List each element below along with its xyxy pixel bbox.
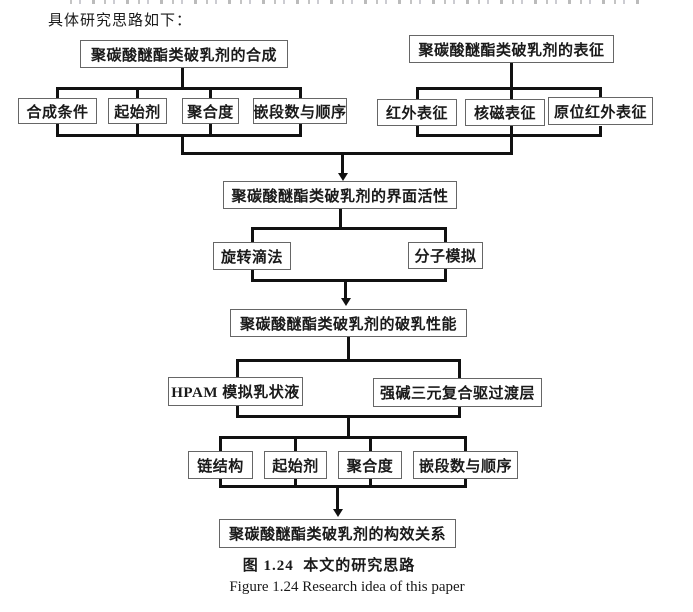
- connector-line: [464, 479, 467, 488]
- connector-line: [416, 87, 419, 99]
- connector-line: [339, 209, 342, 230]
- connector-line: [209, 124, 212, 137]
- connector-line: [56, 124, 59, 137]
- connector-line: [599, 126, 602, 137]
- connector-line: [458, 407, 461, 418]
- node-chain-structure: 链结构: [188, 451, 253, 479]
- connector-line: [416, 126, 419, 137]
- connector-line: [219, 479, 222, 488]
- connector-line: [56, 87, 302, 90]
- connector-line: [56, 87, 59, 98]
- node-synthesis-condition: 合成条件: [18, 98, 97, 124]
- connector-line: [416, 87, 602, 90]
- connector-line: [181, 68, 184, 90]
- connector-line: [236, 406, 239, 418]
- connector-line: [369, 479, 372, 488]
- connector-line: [236, 359, 239, 377]
- connector-line: [416, 134, 602, 137]
- arrow-down-icon: [341, 298, 351, 306]
- connector-line: [236, 359, 461, 362]
- node-block-number-order-2: 嵌段数与顺序: [413, 451, 518, 479]
- node-polymerization-degree-2: 聚合度: [338, 451, 402, 479]
- connector-line: [181, 134, 184, 155]
- connector-line: [510, 63, 513, 90]
- connector-line: [444, 227, 447, 242]
- connector-line: [181, 152, 513, 155]
- connector-line: [344, 279, 347, 298]
- connector-line: [294, 436, 297, 451]
- node-demulsification-performance: 聚碳酸醚酯类破乳剂的破乳性能: [230, 309, 467, 337]
- node-initiator-1: 起始剂: [108, 98, 167, 124]
- connector-line: [136, 87, 139, 98]
- figure-caption-en: Figure 1.24 Research idea of this paper: [229, 579, 465, 595]
- connector-line: [510, 134, 513, 155]
- connector-line: [299, 124, 302, 137]
- connector-line: [464, 436, 467, 451]
- connector-line: [336, 485, 339, 509]
- connector-line: [251, 227, 447, 230]
- intro-text: 具体研究思路如下：: [48, 13, 193, 29]
- node-nmr-characterization: 核磁表征: [465, 99, 545, 126]
- connector-line: [299, 87, 302, 98]
- node-synthesis: 聚碳酸醚酯类破乳剂的合成: [80, 40, 288, 68]
- connector-line: [219, 436, 222, 451]
- connector-line: [56, 134, 302, 137]
- connector-line: [294, 479, 297, 488]
- node-interfacial-activity: 聚碳酸醚酯类破乳剂的界面活性: [223, 181, 457, 209]
- node-structure-activity-relationship: 聚碳酸醚酯类破乳剂的构效关系: [219, 519, 456, 548]
- node-block-number-order-1: 嵌段数与顺序: [253, 98, 347, 124]
- connector-line: [209, 87, 212, 98]
- connector-line: [251, 227, 254, 242]
- connector-line: [369, 436, 372, 451]
- connector-line: [510, 87, 513, 99]
- node-characterization: 聚碳酸醚酯类破乳剂的表征: [409, 35, 614, 63]
- arrow-down-icon: [333, 509, 343, 517]
- node-molecular-simulation: 分子模拟: [408, 242, 483, 269]
- connector-line: [251, 279, 447, 282]
- figure-caption-zh: 图 1.24 本文的研究思路: [242, 558, 416, 574]
- node-initiator-2: 起始剂: [264, 451, 327, 479]
- node-ir-characterization: 红外表征: [377, 99, 457, 126]
- connector-line: [341, 152, 344, 173]
- clipped-previous-text-line: [70, 0, 645, 4]
- node-polymerization-degree-1: 聚合度: [182, 98, 239, 124]
- connector-line: [347, 415, 350, 439]
- connector-line: [458, 359, 461, 378]
- connector-line: [444, 269, 447, 282]
- node-in-situ-ir-characterization: 原位红外表征: [548, 97, 653, 125]
- arrow-down-icon: [338, 173, 348, 181]
- connector-line: [347, 337, 350, 362]
- connector-line: [510, 126, 513, 137]
- connector-line: [599, 87, 602, 99]
- connector-line: [136, 124, 139, 137]
- node-asp-transition-layer: 强碱三元复合驱过渡层: [373, 378, 542, 407]
- node-hpam-emulsion: HPAM 模拟乳状液: [168, 377, 303, 406]
- connector-line: [219, 485, 467, 488]
- connector-line: [251, 270, 254, 282]
- node-spinning-drop-method: 旋转滴法: [213, 242, 291, 270]
- connector-line: [219, 436, 467, 439]
